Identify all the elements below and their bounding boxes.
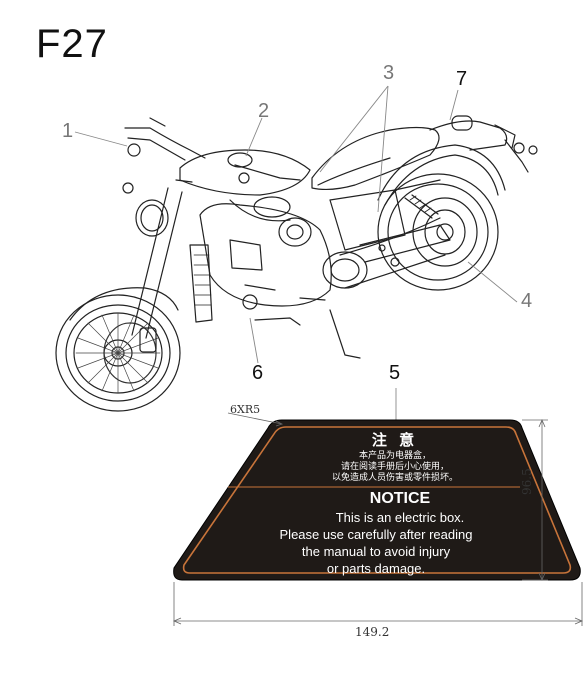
callout-3: 3 (383, 62, 395, 84)
radius-dimension: 6XR5 (230, 403, 261, 416)
label-cn-line-1: 本产品为电器盒， (358, 450, 431, 460)
label-cn-title: 注 意 (371, 432, 419, 449)
label-cn-line-3: 以免造成人员伤害或零件损坏。 (331, 472, 458, 482)
fuel-tank (179, 149, 311, 196)
width-dimension: 149.2 (355, 625, 390, 639)
label-en-title: NOTICE (369, 490, 431, 507)
side-panel (329, 189, 406, 251)
figure-title: F27 (36, 22, 108, 66)
callout-1: 1 (62, 120, 74, 142)
rear-wheel-tire (377, 173, 499, 291)
dimension-lines (172, 412, 584, 626)
label-cn-line-2: 请在阅读手册后小心使用， (340, 461, 449, 471)
callout-7: 7 (456, 68, 468, 90)
seat (311, 126, 440, 191)
engine (199, 203, 332, 307)
leader-lines (74, 85, 518, 422)
warning-label (173, 419, 581, 581)
label-en-line-1: This is an electric box. (335, 510, 465, 525)
label-en-line-4: or parts damage. (326, 561, 426, 576)
front-wheel-tire (55, 294, 181, 412)
label-en-line-2: Please use carefully after reading (279, 527, 473, 542)
headlight (135, 199, 169, 237)
label-inner-border (182, 426, 572, 574)
callout-5: 5 (389, 362, 401, 384)
label-en-line-3: the manual to avoid injury (301, 544, 451, 559)
callout-6: 6 (252, 362, 264, 384)
callout-4: 4 (521, 290, 533, 312)
callout-2: 2 (258, 100, 270, 122)
